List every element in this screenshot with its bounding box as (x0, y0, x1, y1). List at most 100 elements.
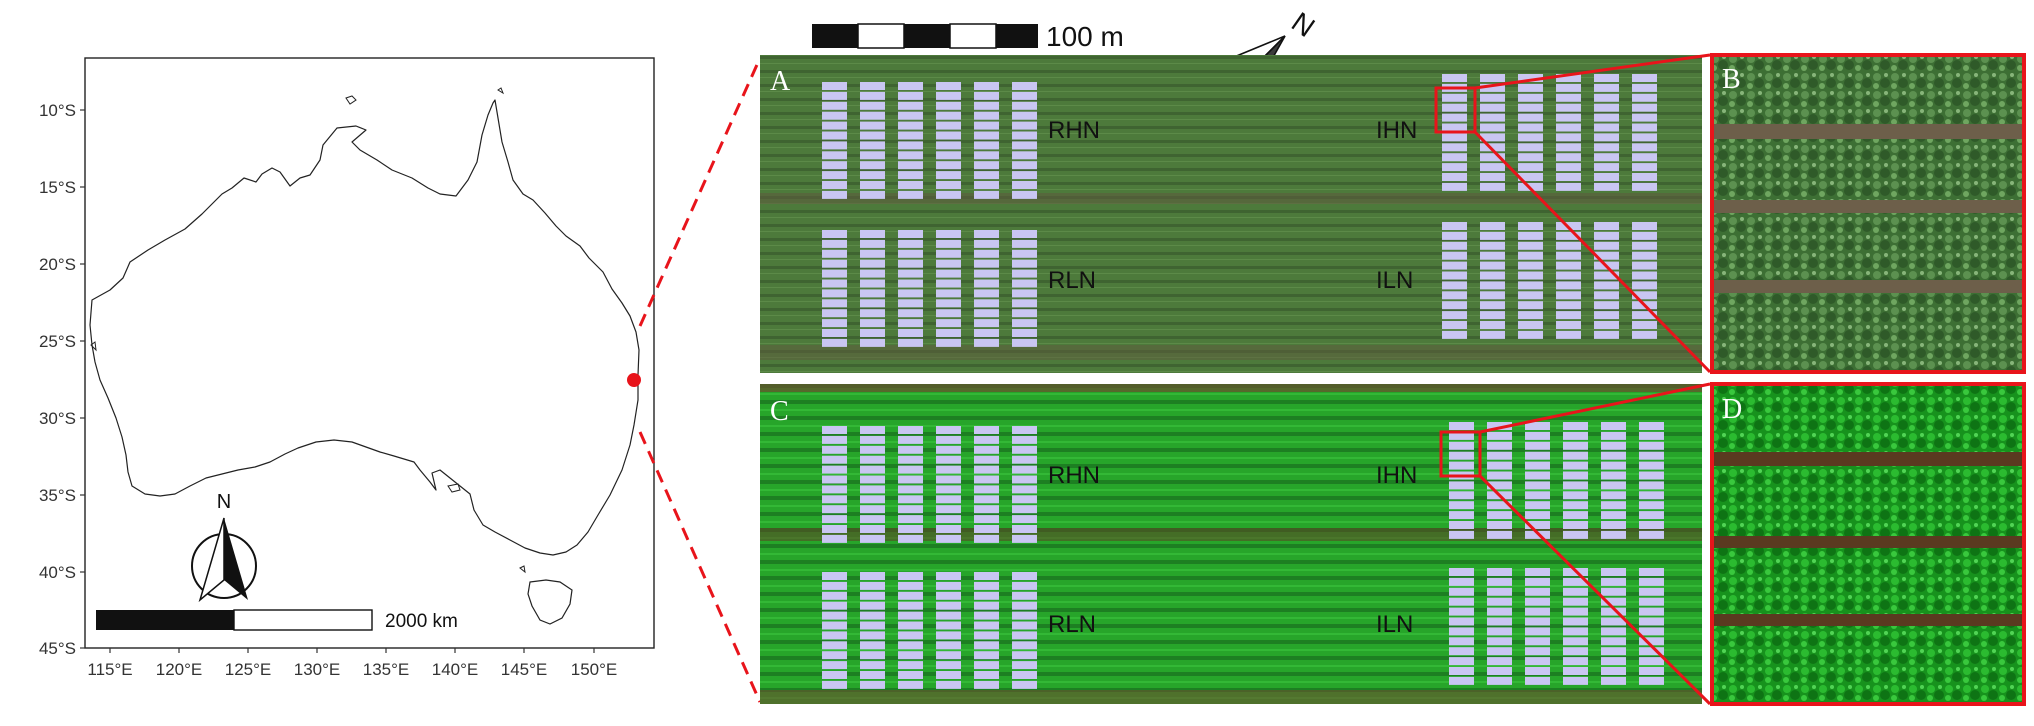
trial-plot (974, 445, 999, 454)
trial-plot (974, 641, 999, 650)
trial-plot (1594, 251, 1619, 260)
trial-plot (822, 601, 847, 610)
trial-plot (1632, 291, 1657, 300)
trial-plot (1556, 271, 1581, 280)
trial-plot (1518, 271, 1543, 280)
trial-plot (822, 485, 847, 494)
trial-plot (860, 181, 885, 189)
trial-plot (1012, 161, 1037, 170)
trial-plot (1594, 153, 1619, 162)
trial-plot (898, 680, 923, 689)
inset-connectors (1473, 53, 1712, 706)
trial-plot (1594, 163, 1619, 172)
trial-plot (1487, 667, 1512, 675)
trial-plot (822, 259, 847, 268)
plot-label-rln: RLN (1048, 611, 1096, 638)
trial-plot (822, 534, 847, 543)
trial-plot (822, 651, 847, 660)
trial-plot (1012, 661, 1037, 670)
trial-plot (974, 259, 999, 268)
trial-plot (1594, 231, 1619, 240)
trial-plot (1518, 311, 1543, 320)
trial-plot (1449, 617, 1474, 626)
trial-plot (1525, 491, 1550, 500)
trial-plot (974, 591, 999, 600)
trial-plot (822, 611, 847, 620)
trial-plot (898, 601, 923, 610)
map-scale-bar: 2000 km (96, 609, 458, 632)
trial-plot (936, 259, 961, 268)
x-tick-label: 115°E (87, 660, 132, 679)
study-site-marker (627, 373, 641, 387)
trial-plot (974, 426, 999, 434)
trial-plot (1601, 577, 1626, 586)
trial-plot (1632, 231, 1657, 240)
trial-plot (1632, 133, 1657, 142)
trial-plot (1525, 501, 1550, 510)
trial-plot (1594, 143, 1619, 152)
trial-plot (1556, 231, 1581, 240)
trial-plot (936, 319, 961, 328)
trial-plot (860, 91, 885, 100)
zoom-connector (638, 57, 762, 703)
trial-plot (1487, 657, 1512, 666)
trial-plot (936, 426, 961, 434)
trial-plot (1012, 680, 1037, 689)
trial-plot (860, 309, 885, 318)
trial-plot (1449, 577, 1474, 586)
trial-plot (1012, 445, 1037, 454)
trial-plot (898, 151, 923, 160)
trial-plot (936, 171, 961, 180)
trial-plot (936, 329, 961, 337)
trial-plot (1594, 291, 1619, 300)
trial-plot (1442, 113, 1467, 122)
trial-plot (898, 111, 923, 120)
trial-plot (898, 525, 923, 533)
trial-plot (1480, 311, 1505, 320)
trial-plot (898, 141, 923, 150)
trial-plot (974, 455, 999, 464)
trial-plot (1449, 431, 1474, 440)
trial-plot (1525, 597, 1550, 606)
trial-plot (936, 485, 961, 494)
trial-plot (1632, 153, 1657, 162)
trial-plot (1525, 481, 1550, 490)
trial-plot (1525, 587, 1550, 596)
trial-plot (1012, 101, 1037, 110)
trial-plot (936, 495, 961, 504)
inset-d-letter: D (1722, 394, 1742, 425)
trial-plot (1639, 530, 1664, 539)
inset-b: B (1710, 53, 2026, 374)
trial-plot (822, 249, 847, 258)
trial-plot (898, 190, 923, 199)
trial-plot (898, 611, 923, 620)
trial-plot (1632, 113, 1657, 122)
trial-plot (1556, 301, 1581, 310)
trial-plot (1525, 627, 1550, 636)
trial-plot (1632, 311, 1657, 320)
trial-plot (1480, 163, 1505, 172)
y-tick-label: 10°S (39, 101, 76, 120)
trial-plot (1632, 173, 1657, 181)
trial-plot (1487, 647, 1512, 656)
trial-plot (1639, 617, 1664, 626)
trial-plot (860, 465, 885, 474)
trial-plot (860, 269, 885, 278)
tasmania-outline (527, 579, 573, 625)
trial-plot (1556, 173, 1581, 181)
panel-c: C RHN IHN RLN ILN (760, 384, 1702, 704)
trial-plot (860, 591, 885, 600)
trial-plot (822, 121, 847, 130)
plot-grid-rln-c (822, 572, 1037, 689)
trial-plot (936, 572, 961, 580)
trial-plot (936, 621, 961, 630)
field-north-label: N (1286, 6, 1320, 43)
plot-label-ihn: IHN (1376, 117, 1417, 144)
trial-plot (1012, 190, 1037, 199)
trial-plot (974, 611, 999, 620)
trial-plot (936, 190, 961, 199)
trial-plot (936, 249, 961, 258)
plot-label-iln: ILN (1376, 267, 1413, 294)
trial-plot (936, 131, 961, 140)
trial-plot (1632, 74, 1657, 82)
